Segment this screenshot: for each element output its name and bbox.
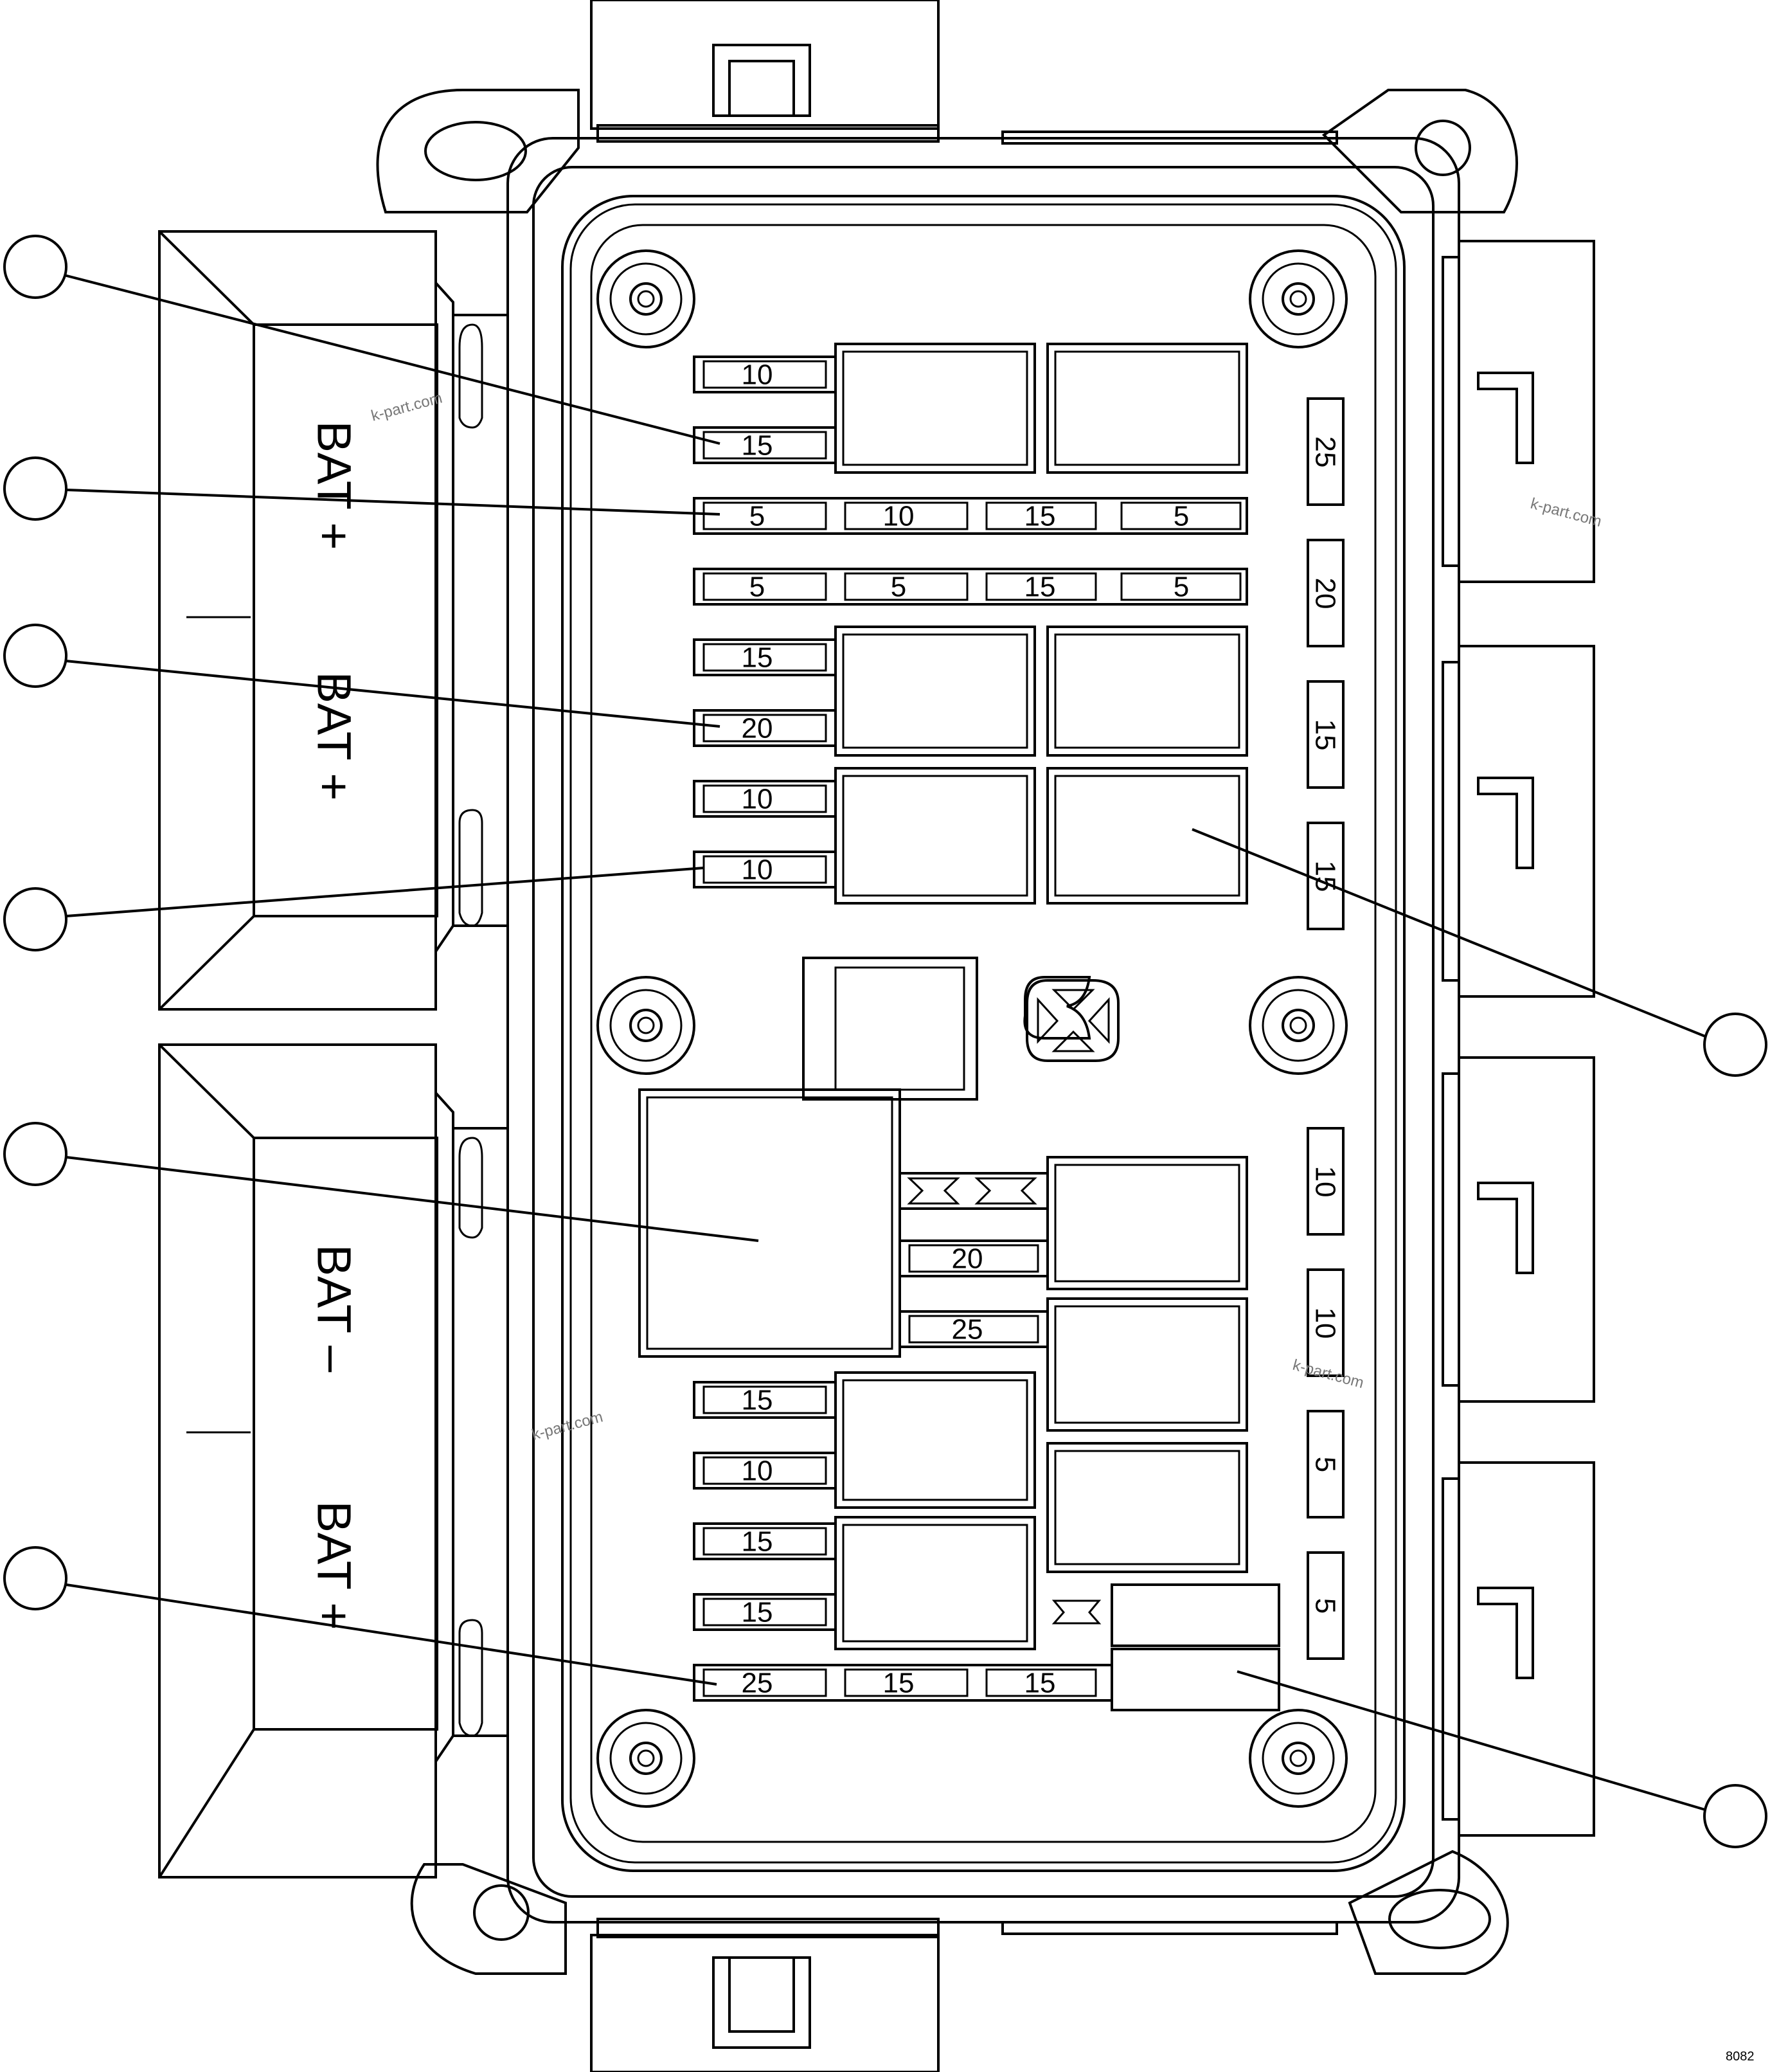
fuse-rating: 20 (742, 713, 773, 744)
relay (834, 626, 1036, 757)
screw-top-right (1249, 249, 1348, 348)
fuse-rating: 5 (749, 572, 765, 603)
battery-terminals: BAT + BAT + BAT – BAT + (158, 230, 509, 1878)
fuse-rating: 5 (1310, 1457, 1341, 1472)
fuse-rating: 25 (952, 1314, 983, 1346)
fuse-rating: 15 (742, 1597, 773, 1628)
fuse-rating: 15 (742, 1385, 773, 1416)
relay (1046, 1297, 1248, 1432)
relay (834, 1371, 1036, 1509)
watermark: k-part.com (370, 389, 444, 424)
relay (1046, 1156, 1248, 1290)
relays (638, 343, 1280, 1711)
fuse-rating: 15 (742, 642, 773, 674)
callout-1 (3, 235, 720, 445)
fuse-rating: 15 (1310, 719, 1341, 751)
fuse-rating: 5 (1174, 572, 1189, 603)
relay (1046, 626, 1248, 757)
right-connectors (1442, 240, 1595, 1837)
fuse-rating: 5 (891, 572, 906, 603)
mounting-screws (596, 249, 1348, 1808)
fuse-rating: 10 (742, 854, 773, 886)
relay (834, 343, 1036, 474)
fuse-rating: 5 (1174, 501, 1189, 532)
fuse-rating: 15 (742, 1526, 773, 1558)
watermark: k-part.com (1528, 495, 1603, 530)
screw-mid-left (596, 976, 695, 1075)
fuses-upper: 10 15 5 10 15 5 5 5 15 5 15 20 10 10 (693, 356, 1248, 888)
watermark: k-part.com (1291, 1356, 1365, 1392)
fuse-rating: 15 (1024, 572, 1056, 603)
relay (1046, 1442, 1248, 1573)
fuse-rating: 15 (1024, 501, 1056, 532)
relay (1046, 343, 1248, 474)
fuse-rating: 25 (1310, 437, 1341, 468)
fuses-right: 25 20 15 15 10 10 5 5 (1307, 397, 1345, 1660)
fuses-lower: 15 10 15 15 25 15 15 (693, 1381, 1113, 1702)
watermark: k-part.com (530, 1408, 605, 1443)
keyed-socket (1023, 976, 1091, 1040)
fuse-rating: 10 (742, 784, 773, 815)
callout-5 (3, 1122, 759, 1242)
relay (834, 767, 1036, 905)
callout-7 (1192, 828, 1767, 1077)
terminal-label: BAT + (308, 421, 361, 550)
callout-2 (3, 456, 720, 521)
fuse-rating: 10 (742, 359, 773, 391)
fuse-rating: 25 (742, 1668, 773, 1699)
screw-mid-right (1249, 976, 1348, 1075)
screw-bottom-left (596, 1709, 695, 1808)
housing (376, 0, 1518, 2072)
fuse-rating: 20 (952, 1243, 983, 1275)
relay (834, 1516, 1036, 1650)
figure-code: 8082 (1726, 2049, 1755, 2064)
screw-bottom-right (1249, 1709, 1348, 1808)
fuse-rating: 15 (742, 430, 773, 462)
fuse-rating: 10 (1310, 1166, 1341, 1198)
callout-6 (3, 1546, 717, 1686)
callouts (3, 235, 1767, 1848)
fuse-rating: 15 (883, 1668, 915, 1699)
main-relay (638, 1088, 901, 1358)
fuse-rating: 10 (1310, 1308, 1341, 1339)
screw-top-left (596, 249, 695, 348)
terminal-label: BAT – (308, 1245, 361, 1373)
fuse-rating: 5 (1310, 1598, 1341, 1614)
callout-3 (3, 624, 720, 728)
relay (1046, 767, 1248, 905)
relay-small (802, 957, 978, 1101)
fuse-rating: 10 (883, 501, 915, 532)
callout-8 (1237, 1670, 1767, 1848)
fuse-rating: 15 (1024, 1668, 1056, 1699)
fuse-rating: 10 (742, 1455, 773, 1487)
terminal-label: BAT + (308, 672, 361, 801)
terminal-label: BAT + (308, 1501, 361, 1630)
fuses-middle: 20 25 (898, 1172, 1049, 1348)
fuse-rating: 5 (749, 501, 765, 532)
fuse-rating: 20 (1310, 578, 1341, 609)
callout-4 (3, 867, 704, 951)
